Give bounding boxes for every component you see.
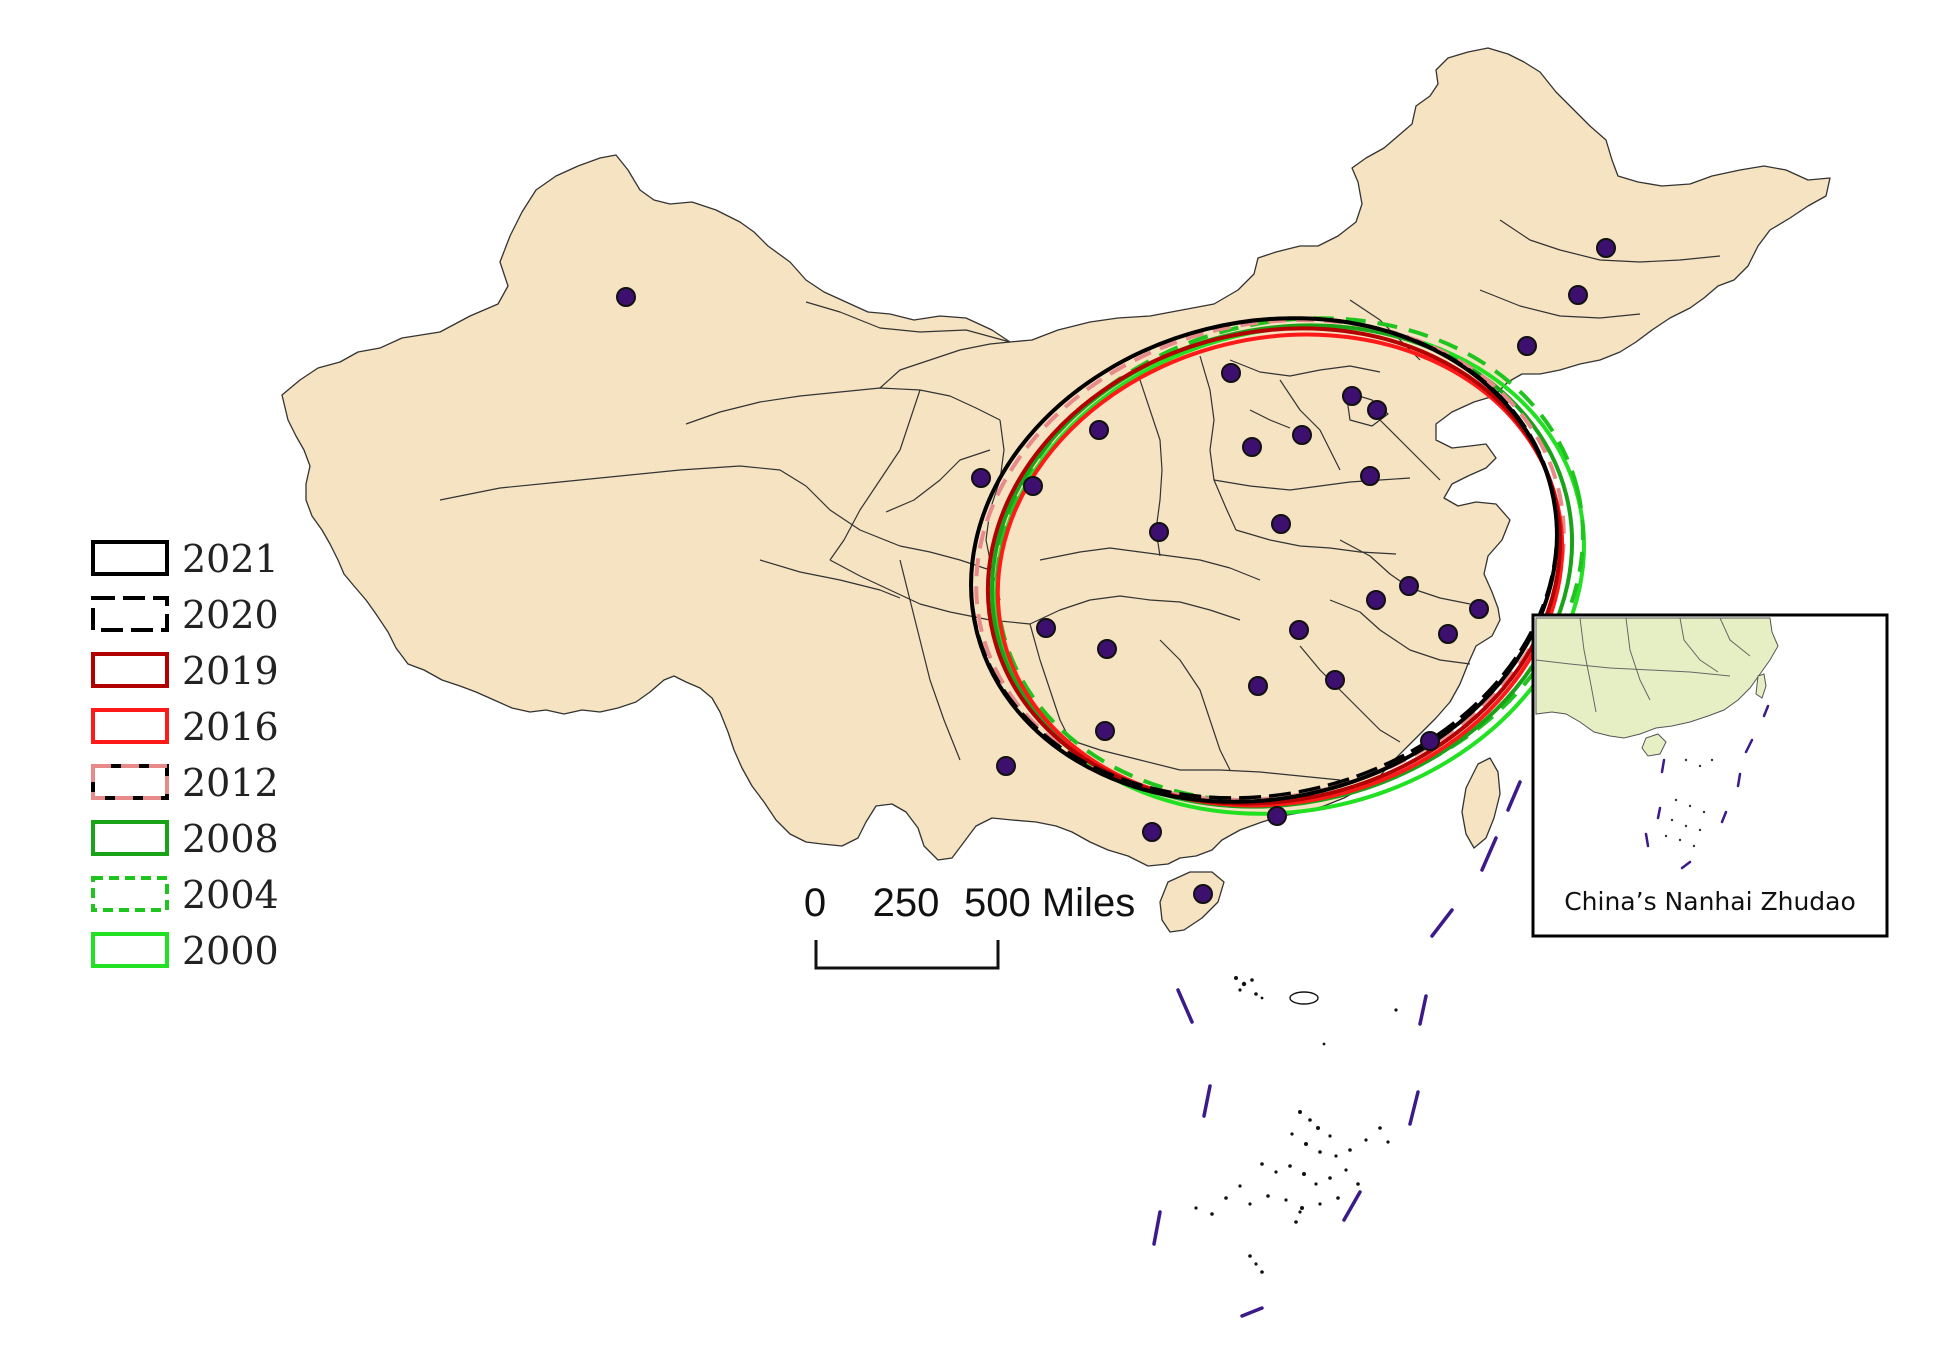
legend-swatch-2019 [91,652,169,688]
inset-label: China’s Nanhai Zhudao [1564,887,1856,916]
city-point [1596,238,1616,258]
city-point [1248,676,1268,696]
city-point [1469,599,1489,619]
city-point [1242,437,1262,457]
legend-swatch-2016 [91,708,169,744]
nine-dash-line [1152,780,1522,1318]
legend-swatch-2004 [91,876,169,912]
inset-islands [1664,758,1714,848]
inset-hainan [1641,733,1667,757]
legend-label-2020: 2020 [182,593,279,637]
ellipses-group [969,316,1586,816]
city-point [1089,420,1109,440]
legend: 2021 2020 2019 2016 2012 2008 2004 2000 [91,537,279,973]
city-point [1517,336,1537,356]
scale-bar: 0 250 500 Miles [804,881,1135,970]
legend-label-2021: 2021 [182,537,279,581]
city-point [971,468,991,488]
city-point [1325,670,1345,690]
legend-label-2004: 2004 [182,873,279,917]
city-point [1360,466,1380,486]
city-point [1023,476,1043,496]
city-points [616,238,1616,904]
city-point [1568,285,1588,305]
city-point [1289,620,1309,640]
scale-end-label: 500 Miles [964,881,1135,925]
city-point [1095,721,1115,741]
scale-bar-line [814,940,1000,970]
city-point [1193,884,1213,904]
legend-swatch-2008 [91,820,169,856]
inset-borders [1535,617,1751,713]
legend-label-2012: 2012 [182,761,279,805]
city-point [1420,731,1440,751]
city-point [616,287,636,307]
city-point [1271,514,1291,534]
china-outline [281,47,1831,867]
city-point [1367,400,1387,420]
city-point [1142,822,1162,842]
city-point [1097,639,1117,659]
legend-swatch-2020 [91,596,169,632]
legend-label-2000: 2000 [182,929,279,973]
city-point [1342,386,1362,406]
city-point [1036,618,1056,638]
city-point [1438,624,1458,644]
taiwan-island [1461,757,1501,849]
city-point [1366,590,1386,610]
ellipse-2012 [974,318,1566,802]
legend-label-2016: 2016 [182,705,279,749]
city-point [996,756,1016,776]
scale-tick-0: 0 [804,881,826,925]
china-mainland [281,47,1831,933]
city-point [1149,522,1169,542]
city-point [1292,425,1312,445]
legend-swatch-2021 [91,540,169,576]
legend-label-2008: 2008 [182,817,279,861]
legend-swatch-2000 [91,932,169,968]
inset-land [1535,617,1779,739]
legend-swatch-2012 [91,764,169,800]
inset-map: China’s Nanhai Zhudao [1531,613,1889,938]
legend-swatch-2012-dash [91,764,169,800]
scale-tick-250: 250 [873,881,940,925]
city-point [1221,363,1241,383]
inset-taiwan [1755,673,1767,699]
legend-label-2019: 2019 [182,649,279,693]
city-point [1267,806,1287,826]
city-point [1399,576,1419,596]
hainan-island [1159,871,1225,933]
ellipse-2021 [969,316,1559,804]
south-china-sea-islands [1194,976,1398,1274]
inset-nine-dash-line [1644,704,1770,870]
